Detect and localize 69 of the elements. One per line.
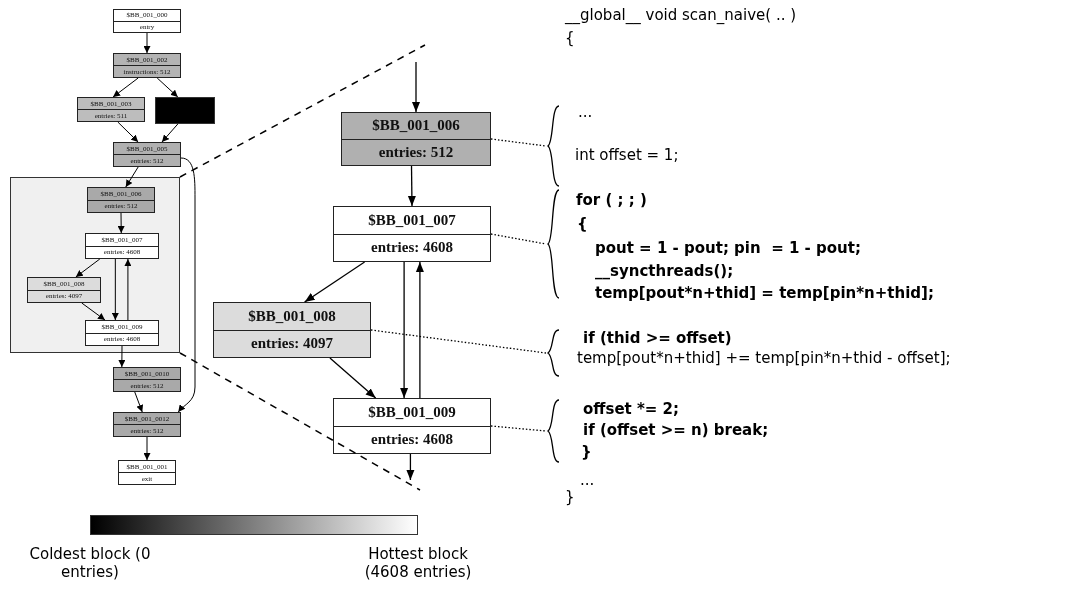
arrow <box>124 258 132 321</box>
code-line: for ( ; ; ) <box>576 191 647 209</box>
basic-block <box>118 460 176 485</box>
block-count: entries: 4608 <box>370 431 454 449</box>
basic-block <box>85 320 159 346</box>
arrow <box>415 261 424 399</box>
basic-block <box>113 142 181 167</box>
arrow <box>412 61 420 113</box>
code-line: ... <box>580 471 595 489</box>
code-line: temp[pout*n+thid] += temp[pin*n+thid - offset]; <box>577 349 951 367</box>
code-line: int offset = 1; <box>575 146 679 164</box>
block-name: $BB_001_009 <box>368 403 456 421</box>
code-line: { <box>565 29 575 47</box>
arrow <box>161 123 179 143</box>
basic-block <box>213 302 371 358</box>
block-count: entries: 4608 <box>370 239 454 257</box>
arrow <box>118 345 126 368</box>
basic-block <box>113 412 181 437</box>
arrow <box>111 258 119 321</box>
arrow <box>117 212 125 234</box>
block-name: $BB_001_007 <box>368 211 456 229</box>
basic-block <box>77 97 145 122</box>
block-count: entries: 4097 <box>250 335 334 353</box>
gradient-scale-bar <box>90 515 418 535</box>
arrow <box>117 121 139 143</box>
arrow <box>143 436 151 461</box>
code-line: offset *= 2; <box>583 400 680 418</box>
block-name: $BB_001_006 <box>372 117 460 135</box>
filled-block <box>10 177 180 353</box>
code-line: if (thid >= offset) <box>583 329 732 347</box>
arrow <box>407 165 416 207</box>
basic-block <box>85 233 159 259</box>
basic-block <box>27 277 101 303</box>
basic-block <box>333 398 491 454</box>
arrow <box>304 261 366 303</box>
leader-line <box>490 138 547 147</box>
leader-line <box>370 329 547 354</box>
filled-block <box>155 97 215 124</box>
arrow <box>406 453 415 481</box>
arrow <box>156 77 179 98</box>
scale-label: Hottest block (4608 entries) <box>363 545 473 581</box>
basic-block <box>333 206 491 262</box>
code-line: if (offset >= n) break; <box>583 421 769 439</box>
arrow <box>400 261 409 399</box>
code-line: pout = 1 - pout; pin = 1 - pout; <box>595 239 861 257</box>
arrow <box>75 258 101 278</box>
block-name: $BB_001_008 <box>248 307 336 325</box>
code-line: __syncthreads(); <box>595 262 734 280</box>
function-signature: __global__ void scan_naive( .. ) <box>565 6 797 24</box>
code-line: ... <box>578 103 593 121</box>
code-line: temp[pout*n+thid] = temp[pin*n+thid]; <box>595 284 934 302</box>
code-line: { <box>577 215 588 233</box>
leader-line <box>490 425 547 432</box>
arrow <box>134 391 144 413</box>
leader-line <box>490 233 547 245</box>
basic-block <box>87 187 155 213</box>
arrow <box>143 32 151 54</box>
scale-label: Coldest block (0 entries) <box>28 545 152 581</box>
basic-block <box>113 9 181 33</box>
code-line: } <box>581 443 592 461</box>
block-count: entries: 512 <box>378 143 454 161</box>
arrow <box>177 157 196 413</box>
basic-block <box>341 112 491 166</box>
arrow <box>112 77 139 98</box>
arrow <box>125 166 139 188</box>
arrow <box>329 357 377 399</box>
basic-block <box>113 367 181 392</box>
basic-block <box>113 53 181 78</box>
code-line: } <box>565 488 575 506</box>
